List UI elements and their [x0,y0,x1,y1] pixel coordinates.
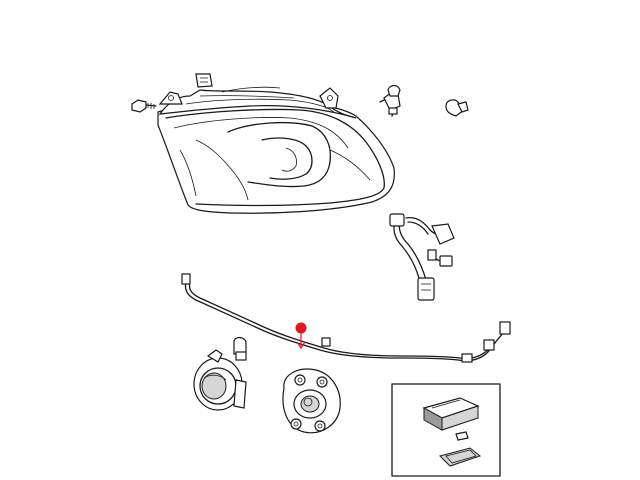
side-marker-bulb [445,99,469,117]
headlamp-bulb [379,84,401,117]
headlamp-wiring-harness [389,213,455,301]
ballast-module-inset [391,383,501,477]
callout-dot[interactable] [295,322,307,334]
fog-lamp-bulb [233,336,247,361]
front-lamp-wiring-jumper [181,273,511,363]
callout-marker[interactable] [295,322,307,350]
fog-lamp-assembly [193,349,247,411]
retaining-clip [195,73,213,88]
mounting-bolt [131,99,157,113]
projector-lamp-module [282,368,341,434]
headlamp-assembly [157,86,395,214]
callout-arrowhead [296,341,306,350]
